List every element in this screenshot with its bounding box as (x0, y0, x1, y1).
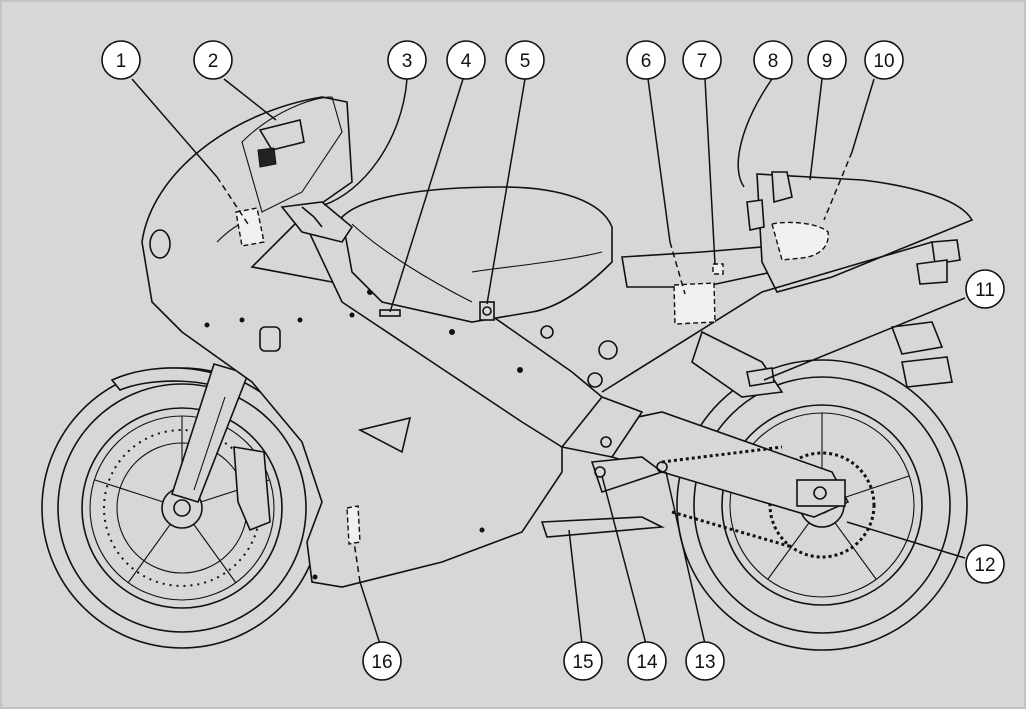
callout-14: 14 (627, 641, 667, 681)
plate-16 (346, 505, 361, 545)
callout-label: 15 (572, 652, 593, 673)
fixture-5 (479, 301, 495, 321)
plate-10 (771, 221, 829, 261)
callout-6: 6 (626, 40, 666, 80)
front-wheel (41, 367, 323, 649)
callout-7: 7 (682, 40, 722, 80)
callout-label: 3 (402, 51, 413, 72)
callout-5: 5 (505, 40, 545, 80)
callout-label: 14 (636, 652, 658, 673)
callout-label: 6 (641, 51, 652, 72)
callout-3: 3 (387, 40, 427, 80)
fuel-tank (341, 186, 613, 323)
plate-1 (235, 207, 265, 247)
callout-label: 7 (697, 51, 708, 72)
callout-label: 10 (873, 51, 894, 72)
callout-8: 8 (753, 40, 793, 80)
rearset (540, 436, 668, 538)
callout-1: 1 (101, 40, 141, 80)
callout-16: 16 (362, 641, 402, 681)
callout-label: 11 (975, 280, 995, 301)
callout-9: 9 (807, 40, 847, 80)
callout-12: 12 (965, 544, 1005, 584)
mirror (258, 119, 305, 151)
callout-15: 15 (563, 641, 603, 681)
callout-label: 5 (520, 51, 531, 72)
callout-10: 10 (864, 40, 904, 80)
callout-label: 13 (694, 652, 715, 673)
callout-label: 12 (974, 555, 995, 576)
leader-lines (131, 78, 966, 645)
fixture-11 (746, 367, 775, 387)
seat-tail (601, 171, 974, 393)
callout-label: 1 (116, 51, 127, 72)
callout-2: 2 (193, 40, 233, 80)
exhaust (890, 321, 944, 355)
callout-label: 16 (371, 652, 392, 673)
callout-label: 2 (208, 51, 219, 72)
callout-11: 11 (965, 269, 1005, 309)
callout-label: 9 (822, 51, 833, 72)
callout-13: 13 (685, 641, 725, 681)
callout-label: 4 (461, 51, 472, 72)
callout-label: 8 (768, 51, 779, 72)
plate-7 (712, 263, 724, 275)
callout-4: 4 (446, 40, 486, 80)
plate-6 (673, 282, 716, 325)
